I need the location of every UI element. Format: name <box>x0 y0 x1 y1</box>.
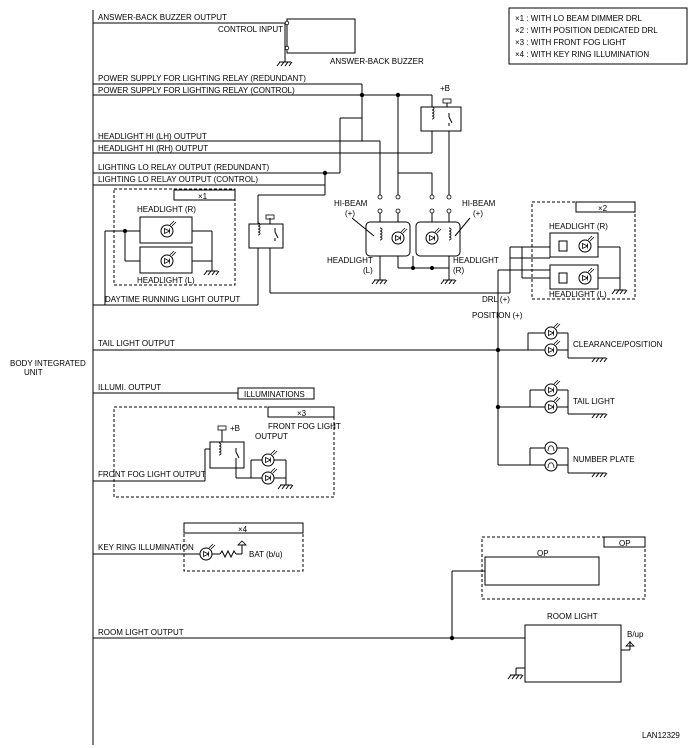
bcm-label-line1: BODY INTEGRATED <box>10 359 86 368</box>
headlight-r-label-3: HEADLIGHT (R) <box>549 222 608 231</box>
number-plate-label: NUMBER PLATE <box>573 455 635 464</box>
drl-relay <box>248 185 326 293</box>
drl-plus-label: DRL (+) <box>482 295 510 304</box>
bat-bu-label: BAT (b/u) <box>249 550 283 559</box>
op-box-label: OP <box>537 549 549 558</box>
legend-item-1: ×1 : WITH LO BEAM DIMMER DRL <box>515 14 642 23</box>
illuminations-box-label: ILLUMINATIONS <box>244 390 305 399</box>
front-fog-relay-label-2: OUTPUT <box>255 432 288 441</box>
hi-rh-label: HEADLIGHT HI (RH) OUTPUT <box>98 144 208 153</box>
answer-back-buzzer-label: ANSWER-BACK BUZZER <box>330 57 424 66</box>
ps-redundant-label: POWER SUPPLY FOR LIGHTING RELAY (REDUNDA… <box>98 74 306 83</box>
op-tag: OP <box>619 539 631 548</box>
clearance-position-lamps: CLEARANCE/POSITION <box>527 322 663 363</box>
ps-control-label: POWER SUPPLY FOR LIGHTING RELAY (CONTROL… <box>98 86 295 95</box>
hi-lh-label: HEADLIGHT HI (LH) OUTPUT <box>98 132 207 141</box>
position-dedicated-drl-block: ×2 HEADLIGHT (R) HEADLIGHT (L) <box>509 201 636 300</box>
figure-id: LAN12329 <box>642 731 680 740</box>
answer-back-buzzer-circuit: ANSWER-BACK BUZZER OUTPUT CONTROL INPUT … <box>93 13 424 67</box>
headlight-l-label-2: HEADLIGHT <box>327 256 373 265</box>
tail-light-label: TAIL LIGHT <box>573 397 615 406</box>
star2-tag: ×2 <box>598 204 608 213</box>
legend-item-2: ×2 : WITH POSITION DEDICATED DRL <box>515 26 658 35</box>
headlight-r-label-2: HEADLIGHT <box>453 256 499 265</box>
room-output-label: ROOM LIGHT OUTPUT <box>98 628 184 637</box>
lighting-relay: +B <box>420 84 462 147</box>
control-input-label: CONTROL INPUT <box>218 25 283 34</box>
lo-control-label: LIGHTING LO RELAY OUTPUT (CONTROL) <box>98 175 258 184</box>
star3-tag: ×3 <box>297 409 307 418</box>
position-plus-label: POSITION (+) <box>472 311 523 320</box>
headlight-l-paren: (L) <box>363 266 373 275</box>
drl-output-label: DAYTIME RUNNING LIGHT OUTPUT <box>105 295 240 304</box>
front-fog-output-label: FRONT FOG LIGHT OUTPUT <box>98 470 206 479</box>
op-block: OP OP <box>451 536 646 638</box>
key-ring-illumination-block: ×4 BAT (b/u) <box>183 522 304 572</box>
hi-beam-l-plus: (+) <box>345 209 355 218</box>
number-plate-lamps: NUMBER PLATE <box>498 441 635 478</box>
star4-tag: ×4 <box>238 525 248 534</box>
headlight-assembly: HI-BEAM (+) HI-BEAM (+) HEADLIGHT (L) HE… <box>327 95 499 285</box>
bcm-label-line2: UNIT <box>24 368 43 377</box>
room-light-label: ROOM LIGHT <box>547 612 598 621</box>
key-ring-output-label: KEY RING ILLUMINATION <box>98 543 194 552</box>
lo-redundant-label: LIGHTING LO RELAY OUTPUT (REDUNDANT) <box>98 163 269 172</box>
front-fog-block: ×3 FRONT FOG LIGHT OUTPUT +B <box>113 406 341 498</box>
legend-box: ×1 : WITH LO BEAM DIMMER DRL ×2 : WITH P… <box>508 7 688 65</box>
headlight-l-label-3: HEADLIGHT (L) <box>549 290 607 299</box>
legend-item-3: ×3 : WITH FRONT FOG LIGHT <box>515 38 626 47</box>
front-fog-relay-label-1: FRONT FOG LIGHT <box>268 422 341 431</box>
headlight-r-label-1: HEADLIGHT (R) <box>137 205 196 214</box>
illumi-output-label: ILLUMI. OUTPUT <box>98 383 161 392</box>
clearance-position-label: CLEARANCE/POSITION <box>573 340 663 349</box>
tail-lamps: TAIL LIGHT <box>498 379 615 419</box>
star1-tag: ×1 <box>198 192 208 201</box>
legend-item-4: ×4 : WITH KEY RING ILLUMINATION <box>515 50 649 59</box>
drl-lo-beam-dimmer-block: ×1 HEADLIGHT (R) HEADLIGHT (L) <box>104 188 236 305</box>
answer-back-output-label: ANSWER-BACK BUZZER OUTPUT <box>98 13 227 22</box>
hi-beam-l-label: HI-BEAM <box>334 199 368 208</box>
headlight-l-label-1: HEADLIGHT (L) <box>137 276 195 285</box>
plus-b-label-2: +B <box>230 424 240 433</box>
bup-label: B/up <box>627 630 644 639</box>
plus-b-label-1: +B <box>440 84 450 93</box>
room-light: ROOM LIGHT B/up <box>507 612 644 683</box>
hi-beam-r-label: HI-BEAM <box>462 199 496 208</box>
headlight-r-paren: (R) <box>453 266 464 275</box>
hi-beam-r-plus: (+) <box>473 209 483 218</box>
tail-output-label: TAIL LIGHT OUTPUT <box>98 339 175 348</box>
